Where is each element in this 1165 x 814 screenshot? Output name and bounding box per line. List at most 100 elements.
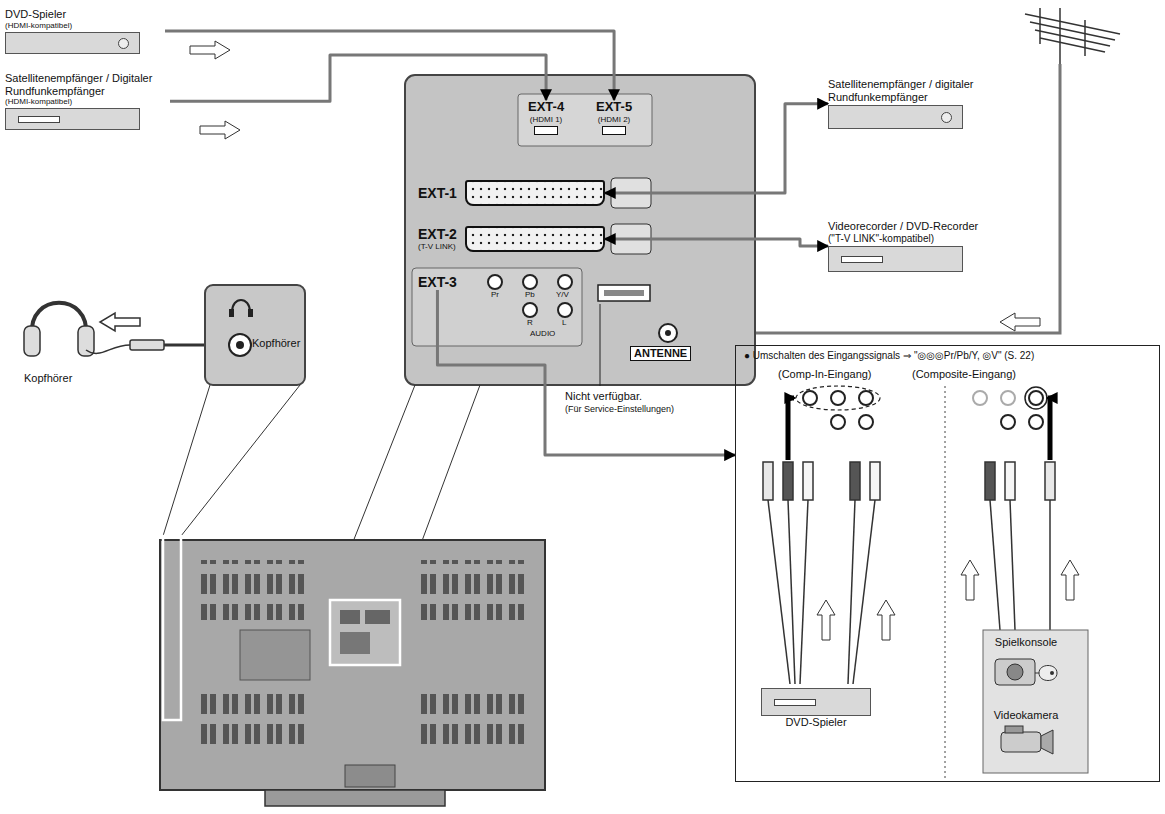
camera-icon-part bbox=[1005, 726, 1023, 733]
device-box bbox=[828, 246, 963, 272]
rca-cable bbox=[850, 462, 860, 500]
inset-jacks bbox=[1001, 415, 1015, 429]
leader-line bbox=[163, 385, 210, 536]
headphone-jack-panel bbox=[205, 285, 305, 385]
rca-cable bbox=[870, 462, 880, 500]
hdmi-socket bbox=[534, 126, 558, 135]
port-label: ANTENNE bbox=[630, 346, 691, 361]
console-icon-part bbox=[1007, 664, 1023, 680]
node-label: EXT-5 bbox=[596, 100, 632, 115]
dvd-player: DVD-Spieler(HDMI-kompatibel) bbox=[5, 8, 165, 54]
rca-cable bbox=[788, 398, 794, 460]
tv-rear bbox=[160, 540, 545, 790]
cable-connector bbox=[605, 104, 828, 193]
device-box bbox=[828, 105, 963, 129]
service-port bbox=[598, 285, 650, 386]
pin-label: Pr bbox=[491, 290, 499, 299]
device-group-panel bbox=[983, 630, 1088, 773]
connector-panel bbox=[405, 75, 755, 385]
node-label: Satellitenempfänger / digitaler Rundfunk… bbox=[828, 78, 993, 103]
inset-jacks bbox=[1025, 387, 1047, 409]
video-recorder: Videorecorder / DVD-Recorder("T-V LINK"-… bbox=[828, 220, 998, 272]
rca-cable bbox=[1010, 500, 1015, 630]
headphones bbox=[86, 345, 130, 353]
node-note: (HDMI-kompatibel) bbox=[5, 97, 72, 106]
headphones bbox=[24, 326, 40, 356]
camera-icon-part bbox=[1041, 730, 1053, 754]
pin-label: R bbox=[527, 318, 533, 327]
rca-cable bbox=[788, 500, 795, 684]
scart-socket bbox=[465, 226, 605, 252]
inset-jacks bbox=[859, 391, 873, 405]
inset-jacks bbox=[1001, 391, 1015, 405]
device-box bbox=[761, 688, 871, 716]
headphones bbox=[100, 313, 140, 331]
scart-port: EXT-2(T-V LINK) bbox=[418, 226, 605, 252]
rca-cable bbox=[768, 500, 790, 684]
tv-rear bbox=[200, 560, 310, 620]
inset-jacks bbox=[859, 415, 873, 429]
port-label: EXT-1 bbox=[418, 185, 457, 201]
headphones bbox=[78, 326, 94, 356]
cable-connector bbox=[437, 290, 735, 455]
hdmi-port: EXT-5(HDMI 2) bbox=[594, 100, 634, 135]
device-detail bbox=[841, 256, 883, 263]
rca-cable bbox=[1045, 462, 1055, 500]
console-icon bbox=[991, 651, 1061, 691]
inset-jacks bbox=[803, 391, 817, 405]
dvd-player: DVD-Spieler bbox=[761, 686, 871, 729]
video-camera: Videokamera bbox=[991, 709, 1061, 756]
connector-panel bbox=[405, 75, 755, 385]
signal-arrow bbox=[961, 560, 979, 600]
node-label: DVD-Spieler bbox=[5, 8, 66, 21]
node-label: EXT-3 bbox=[418, 274, 457, 290]
antenna bbox=[1040, 38, 1105, 52]
rca-jack bbox=[558, 303, 572, 317]
antenna bbox=[1035, 30, 1110, 46]
node-label: ● Umschalten des Eingangssignals ⇒ "◎◎◎P… bbox=[744, 350, 1034, 362]
node-note: (HDMI 1) bbox=[530, 115, 562, 124]
node-note: (HDMI-kompatibel) bbox=[5, 21, 72, 30]
rca-jack bbox=[558, 275, 572, 289]
tv-rear bbox=[340, 632, 370, 654]
rca-cable bbox=[848, 500, 855, 684]
headphones bbox=[130, 340, 164, 350]
node-note: ("T-V LINK"-kompatibel) bbox=[828, 233, 934, 245]
inset-jacks bbox=[1029, 415, 1043, 429]
service-port bbox=[598, 285, 650, 301]
pin-label: Pb bbox=[525, 290, 535, 299]
service-port bbox=[600, 304, 601, 386]
antenna bbox=[1025, 8, 1120, 64]
headphone-jack-panel bbox=[229, 334, 251, 356]
rca-cable bbox=[803, 462, 813, 500]
tv-rear bbox=[200, 690, 310, 750]
tv-rear bbox=[240, 630, 310, 680]
camera-icon-part bbox=[1001, 732, 1041, 752]
cable-connector bbox=[170, 55, 546, 101]
rca-jack bbox=[523, 275, 537, 289]
hdmi-socket bbox=[602, 126, 626, 135]
leader-line bbox=[181, 385, 300, 536]
service-port bbox=[604, 290, 644, 296]
headphone-jack-panel bbox=[232, 300, 250, 312]
tv-rear bbox=[160, 536, 545, 806]
rca-jack bbox=[523, 303, 537, 317]
tv-rear bbox=[365, 610, 390, 624]
signal-arrow bbox=[200, 121, 240, 139]
signal-arrow bbox=[190, 41, 240, 139]
console-icon-part bbox=[1039, 665, 1057, 680]
note-label: (Für Service-Einstellungen) bbox=[565, 404, 674, 414]
camera-icon bbox=[991, 724, 1061, 756]
rca-jack bbox=[488, 275, 502, 289]
rca-cable bbox=[990, 500, 1000, 630]
hdmi-port: EXT-4(HDMI 1) bbox=[526, 100, 566, 135]
headphone-jack-panel bbox=[248, 309, 253, 317]
antenna-cable bbox=[1000, 313, 1040, 331]
headphone-jack-panel bbox=[229, 309, 234, 317]
device-detail bbox=[118, 38, 129, 49]
note-label: (Comp-In-Eingang) bbox=[778, 368, 872, 381]
rca-cable bbox=[1048, 398, 1050, 460]
note-label: (Composite-Eingang) bbox=[912, 368, 1016, 381]
rca-cable bbox=[985, 462, 995, 500]
console-icon-part bbox=[1050, 671, 1054, 675]
